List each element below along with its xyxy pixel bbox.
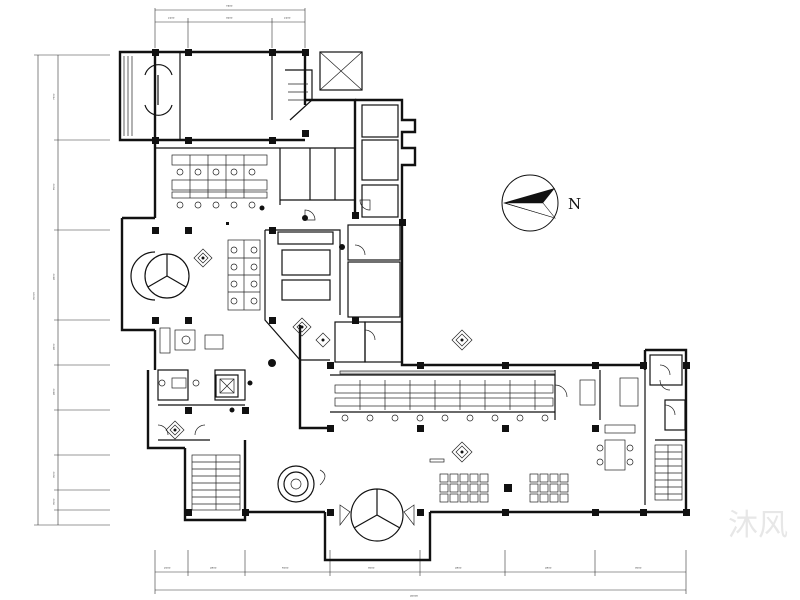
watermark-text: 沐风	[728, 508, 788, 543]
dim-left-3: ⁴⁵⁰⁰	[52, 273, 57, 280]
dimension-bottom: ²⁰⁰⁰ ⁴⁵⁰⁰ ⁵⁰⁰⁰ ⁶⁰⁰⁰ ⁴⁵⁰⁰ ⁴⁵⁰⁰ ³⁰⁰⁰ ⁴⁰⁰⁰⁰	[154, 550, 687, 599]
dim-bottom-4: ⁶⁰⁰⁰	[368, 566, 375, 571]
seating-grid-left	[439, 473, 489, 503]
north-label: N	[568, 195, 581, 213]
dim-top-1: ²¹⁰⁰	[168, 16, 175, 21]
dim-left-7: ³⁰⁰⁰	[52, 498, 57, 505]
dimension-top: ²¹⁰⁰ ³²⁰⁰ ²¹⁰⁰ ⁷⁴⁰⁰	[154, 4, 306, 48]
stairs	[191, 374, 683, 511]
dimension-left: ⁷⁵⁰⁰ ⁶⁰⁰⁰ ⁴⁵⁰⁰ ⁴⁵⁰⁰ ⁴⁵⁰⁰ ³⁰⁰⁰ ³⁰⁰⁰ ³⁰⁰⁰⁰	[32, 54, 110, 526]
seating-grid-right	[504, 473, 569, 503]
watermark-logo: 沐风	[728, 508, 788, 543]
structural-columns	[152, 49, 690, 516]
dim-bottom-7: ³⁰⁰⁰	[635, 566, 642, 571]
doors	[157, 199, 676, 436]
revolving-door-north	[144, 64, 173, 116]
planters	[165, 248, 473, 463]
dim-left-1: ⁷⁵⁰⁰	[52, 93, 57, 100]
lounge-sofas	[158, 327, 224, 389]
dim-left-2: ⁶⁰⁰⁰	[52, 183, 57, 190]
dim-top-2: ³²⁰⁰	[226, 16, 233, 21]
dim-bottom-5: ⁴⁵⁰⁰	[455, 566, 462, 571]
workstations-central	[227, 239, 261, 311]
dim-bottom-2: ⁴⁵⁰⁰	[210, 566, 217, 571]
workstations-northwest	[171, 154, 268, 209]
dim-left-total: ³⁰⁰⁰⁰	[32, 292, 37, 300]
dim-left-6: ³⁰⁰⁰	[52, 471, 57, 478]
dim-bottom-total: ⁴⁰⁰⁰⁰	[410, 594, 418, 599]
workstations-east	[334, 370, 556, 422]
round-feature	[277, 465, 326, 503]
revolving-door-south	[339, 488, 415, 542]
dim-left-4: ⁴⁵⁰⁰	[52, 343, 57, 350]
dim-bottom-3: ⁵⁰⁰⁰	[282, 566, 289, 571]
interior-walls	[155, 104, 686, 505]
revolving-door-west	[130, 251, 190, 301]
north-arrow: N	[501, 174, 581, 232]
exterior-walls	[118, 50, 688, 562]
dim-bottom-1: ²⁰⁰⁰	[164, 566, 171, 571]
dim-top-3: ²¹⁰⁰	[284, 16, 291, 21]
dim-top-total: ⁷⁴⁰⁰	[226, 4, 233, 9]
room-tags	[429, 377, 639, 463]
dim-bottom-6: ⁴⁵⁰⁰	[545, 566, 552, 571]
dim-left-5: ⁴⁵⁰⁰	[52, 388, 57, 395]
meeting-table	[596, 424, 636, 471]
small-markers	[226, 205, 345, 413]
